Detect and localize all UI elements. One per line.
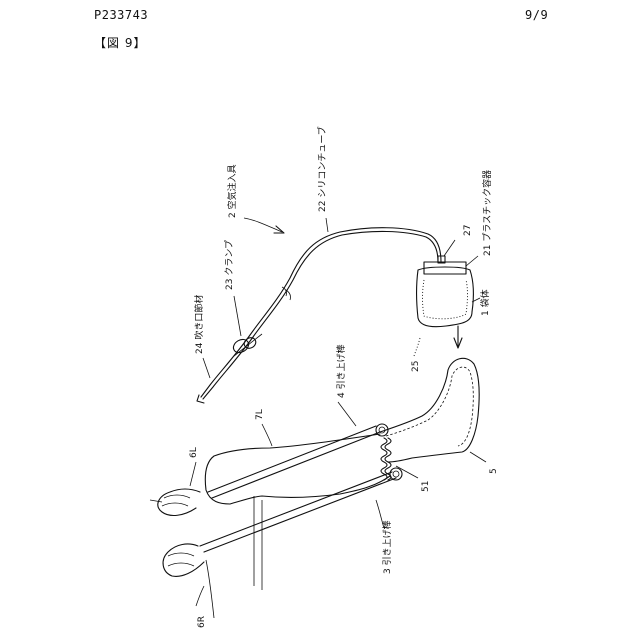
label-1: 1 袋体 — [479, 289, 491, 316]
label-4: 4 引き上げ棒 — [335, 344, 347, 398]
pull-rod-4 — [208, 424, 388, 498]
label-6L: 6L — [189, 447, 199, 458]
hand-6R — [163, 544, 214, 618]
hand-6L — [150, 489, 200, 515]
leader-25 — [414, 338, 420, 356]
label-51: 51 — [421, 481, 431, 492]
leader-23 — [234, 296, 241, 336]
label-6R: 6R — [197, 616, 207, 628]
leader-51 — [396, 466, 418, 478]
label-24: 24 吹き口節材 — [193, 295, 205, 354]
label-21: 21 プラスチック容器 — [481, 170, 493, 256]
leader-22 — [326, 218, 328, 232]
leader-24 — [203, 358, 210, 378]
leader-27 — [444, 240, 455, 256]
leader-4 — [338, 402, 356, 426]
leader-2 — [244, 218, 284, 233]
label-25: 25 — [411, 361, 421, 372]
boot-leg-cover — [380, 358, 479, 462]
label-22: 22 シリコンチューブ — [316, 126, 328, 212]
label-5: 5 — [489, 468, 499, 474]
label-7L: 7L — [255, 409, 265, 420]
leader-7L — [262, 424, 272, 446]
label-27: 27 — [463, 225, 473, 236]
label-2: 2 空気注入具 — [226, 164, 238, 218]
leader-21 — [466, 256, 478, 266]
leg-outline — [205, 434, 390, 590]
label-23: 23 クランプ — [224, 240, 235, 290]
label-3: 3 引き上げ棒 — [381, 520, 393, 574]
leader-5 — [470, 452, 486, 462]
pull-rod-3 — [200, 468, 402, 552]
leader-6L — [190, 462, 196, 486]
leader-6R — [196, 586, 204, 606]
bag-body — [417, 256, 474, 327]
arrow-down — [454, 326, 462, 348]
